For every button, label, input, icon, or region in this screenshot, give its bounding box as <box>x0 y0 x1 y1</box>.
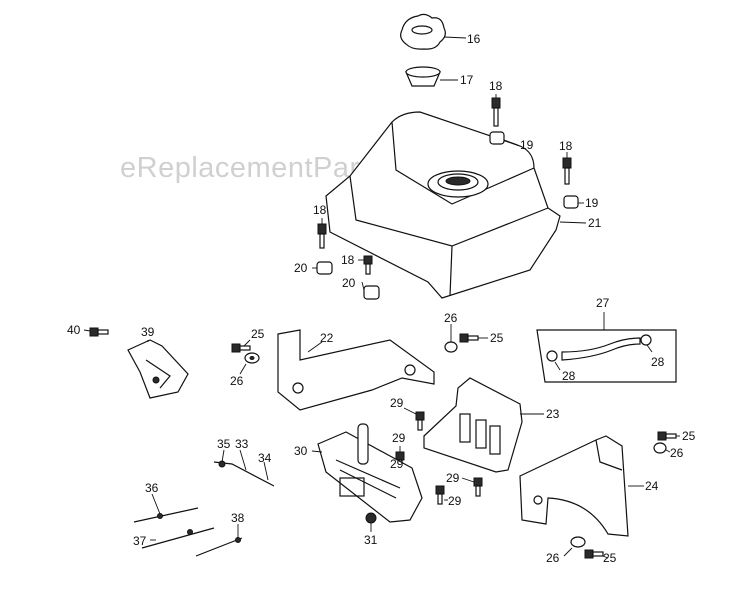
bolt-25-right[interactable] <box>657 431 677 441</box>
callout-29: 29 <box>392 431 406 445</box>
callout-29: 29 <box>448 494 462 508</box>
grommet-19-right[interactable] <box>563 195 579 209</box>
callout-25: 25 <box>682 429 696 443</box>
callout-24: 24 <box>645 479 659 493</box>
bolt-29-d[interactable] <box>435 485 445 505</box>
callout-22: 22 <box>320 331 334 345</box>
callout-19: 19 <box>520 138 534 152</box>
callout-26: 26 <box>444 311 458 325</box>
bolt-18-top[interactable] <box>491 97 501 127</box>
callout-31: 31 <box>364 533 378 547</box>
grommet-20-left[interactable] <box>316 261 333 275</box>
callout-23: 23 <box>546 407 560 421</box>
bolt-29-c[interactable] <box>473 477 483 497</box>
bolt-18-right[interactable] <box>562 157 572 185</box>
callout-18: 18 <box>559 139 573 153</box>
callout-19: 19 <box>585 196 599 210</box>
callout-37: 37 <box>133 534 147 548</box>
callout-16: 16 <box>467 32 481 46</box>
callout-29: 29 <box>446 471 460 485</box>
callout-21: 21 <box>588 216 602 230</box>
callout-26: 26 <box>670 446 684 460</box>
callout-36: 36 <box>145 481 159 495</box>
callout-18: 18 <box>489 79 503 93</box>
callout-28: 28 <box>651 355 665 369</box>
callout-34: 34 <box>258 451 272 465</box>
bolt-25-left[interactable] <box>231 343 251 353</box>
bolt-40[interactable] <box>89 327 109 337</box>
fuel-line-kit[interactable] <box>536 329 677 383</box>
callout-26: 26 <box>546 551 560 565</box>
washer-26-left[interactable] <box>244 352 260 364</box>
callout-38: 38 <box>231 511 245 525</box>
callout-35: 35 <box>217 437 231 451</box>
washer-26-right[interactable] <box>653 442 667 454</box>
callout-40: 40 <box>67 323 81 337</box>
callout-33: 33 <box>235 437 249 451</box>
callout-29: 29 <box>390 457 404 471</box>
leader-lines <box>83 36 680 559</box>
mounting-plate-30[interactable] <box>317 423 423 523</box>
cap-seal[interactable] <box>405 66 441 87</box>
fuel-tank[interactable] <box>325 111 561 299</box>
cable-36[interactable] <box>133 507 199 523</box>
callout-25: 25 <box>603 551 617 565</box>
bolt-25-bottom[interactable] <box>584 549 604 559</box>
callout-29: 29 <box>390 396 404 410</box>
callout-25: 25 <box>490 331 504 345</box>
muffler-guard-24[interactable] <box>519 435 629 537</box>
bolt-25-center[interactable] <box>459 333 479 343</box>
callout-20: 20 <box>342 276 356 290</box>
bolt-29-a[interactable] <box>415 411 425 431</box>
callout-26: 26 <box>230 374 244 388</box>
callout-18: 18 <box>341 253 355 267</box>
callout-28: 28 <box>562 369 576 383</box>
callout-30: 30 <box>294 444 308 458</box>
callout-27: 27 <box>596 296 610 310</box>
bracket-23[interactable] <box>423 377 523 473</box>
cable-37[interactable] <box>141 527 215 549</box>
bolt-18-left[interactable] <box>317 223 327 249</box>
cable-38[interactable] <box>195 537 243 557</box>
choke-bracket[interactable] <box>127 339 189 399</box>
grommet-20-center[interactable] <box>363 285 380 300</box>
callout-20: 20 <box>294 261 308 275</box>
nut-31[interactable] <box>365 512 377 524</box>
callout-17: 17 <box>460 73 474 87</box>
fuel-cap[interactable] <box>400 13 446 50</box>
washer-26-bottom[interactable] <box>570 536 586 548</box>
callout-18: 18 <box>313 203 327 217</box>
bolt-18-center[interactable] <box>363 255 373 275</box>
tank-bracket-22[interactable] <box>277 329 435 411</box>
washer-26-center[interactable] <box>444 341 458 353</box>
callout-39: 39 <box>141 325 155 339</box>
callout-25: 25 <box>251 327 265 341</box>
grommet-19-top[interactable] <box>489 131 505 145</box>
